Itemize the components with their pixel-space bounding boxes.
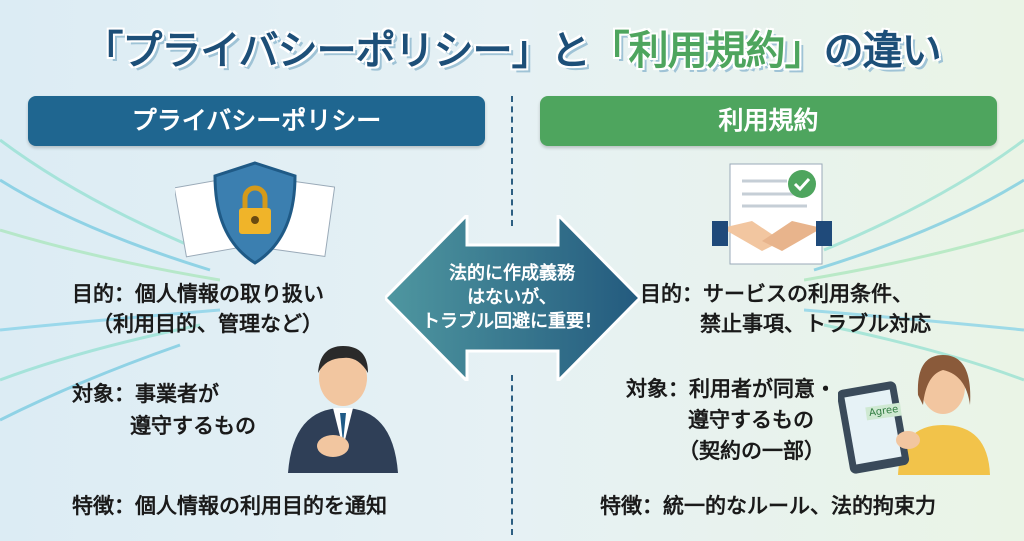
center-message: 法的に作成義務 はないが、 トラブル回避に重要！ (395, 262, 629, 334)
title-part2: 「利用規約」 (589, 28, 825, 74)
right-purpose: 目的：サービスの利用条件、 (640, 282, 913, 306)
right-target-detail: 遵守するもの (688, 408, 814, 432)
woman-tablet-illustration (838, 355, 990, 475)
double-arrow-icon (385, 215, 640, 381)
right-target: 対象：利用者が同意・ (626, 377, 836, 401)
divider (511, 96, 513, 226)
contract-handshake-icon (712, 163, 832, 265)
center-line1: 法的に作成義務 (449, 263, 575, 284)
title-part1: 「プライバシーポリシー」と (83, 28, 590, 74)
center-line3: トラブル回避に重要！ (422, 311, 602, 332)
decorative-streaks-right (804, 138, 1024, 382)
businessman-illustration (288, 346, 398, 473)
shield-lock-icon (175, 161, 335, 265)
divider (511, 375, 513, 535)
privacy-policy-header: プライバシーポリシー (28, 96, 485, 146)
right-purpose-detail: 禁止事項、トラブル対応 (700, 312, 931, 336)
decorative-streaks-left (0, 138, 220, 422)
left-purpose: 目的：個人情報の取り扱い (72, 282, 324, 306)
left-purpose-detail: （利用目的、管理など） (92, 312, 323, 336)
terms-of-use-header: 利用規約 (540, 96, 997, 146)
page-title: 「プライバシーポリシー」と「利用規約」の違い (0, 18, 1024, 76)
right-feature: 特徴：統一的なルール、法的拘束力 (600, 494, 936, 518)
right-target-note: （契約の一部） (678, 439, 825, 463)
center-line2: はないが、 (467, 287, 557, 308)
left-feature: 特徴：個人情報の利用目的を通知 (72, 494, 387, 518)
title-part3: の違い (823, 28, 942, 74)
left-target-detail: 遵守するもの (130, 414, 256, 438)
left-target: 対象：事業者が (72, 382, 219, 406)
